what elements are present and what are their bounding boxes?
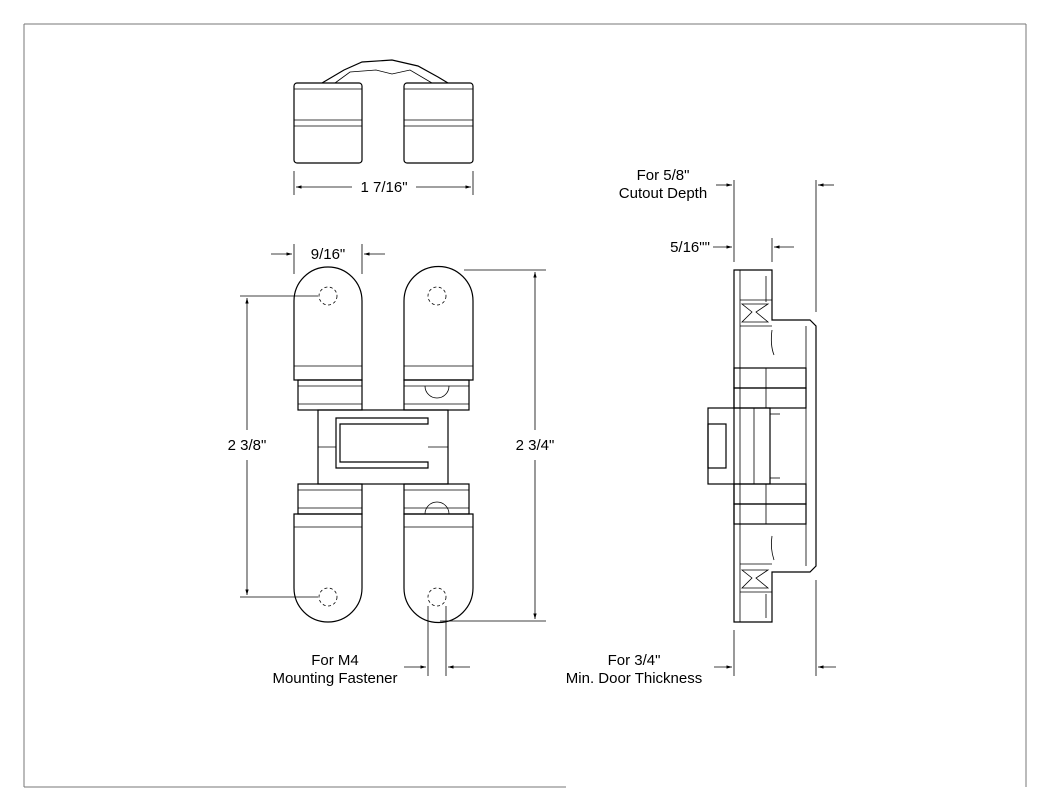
fastener-label-line2: Mounting Fastener	[272, 670, 397, 687]
side-depth-label: 5/16""	[670, 239, 710, 256]
overall-width-label: 1 7/16"	[360, 179, 407, 196]
side-depth-dimension: 5/16""	[670, 238, 794, 262]
cutout-label-line1: For 5/8"	[637, 167, 690, 184]
overall-height-dimension: 2 3/4"	[440, 269, 555, 622]
hole-spacing-label: 2 3/8"	[228, 437, 267, 454]
body-width-label: 9/16"	[311, 246, 346, 263]
overall-width-dimension: 1 7/16"	[293, 171, 474, 196]
drawing-frame	[23, 23, 1027, 788]
body-width-dimension: 9/16"	[271, 244, 385, 274]
front-view	[293, 265, 474, 624]
top-view	[293, 59, 474, 164]
overall-height-label: 2 3/4"	[516, 437, 555, 454]
fastener-label-line1: For M4	[311, 652, 359, 669]
hole-spacing-dimension: 2 3/8"	[228, 295, 318, 598]
door-label-line1: For 3/4"	[608, 652, 661, 669]
side-view	[707, 269, 817, 623]
door-thickness-dimension: For 3/4" Min. Door Thickness	[566, 580, 836, 687]
door-label-line2: Min. Door Thickness	[566, 670, 702, 687]
cutout-depth-dimension: For 5/8" Cutout Depth	[619, 167, 834, 312]
cutout-label-line2: Cutout Depth	[619, 185, 707, 202]
fastener-dimension: For M4 Mounting Fastener	[272, 606, 470, 687]
